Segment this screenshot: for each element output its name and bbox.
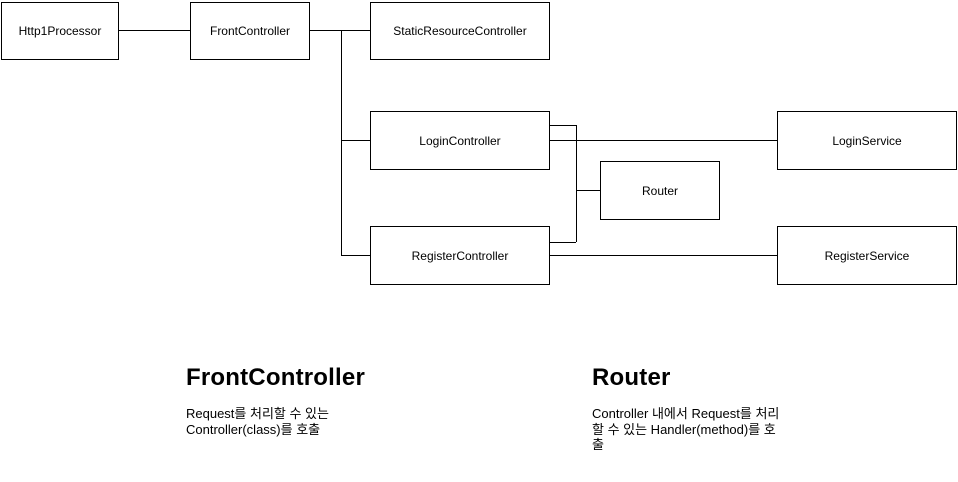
edge-router-trunk-vertical xyxy=(576,125,577,242)
node-logincontroller: LoginController xyxy=(370,111,550,170)
edge-logincontroller-router-stub xyxy=(550,125,576,126)
note-line: 출 xyxy=(592,437,604,452)
node-label: StaticResourceController xyxy=(393,24,527,38)
node-http1processor: Http1Processor xyxy=(1,2,119,60)
node-registerservice: RegisterService xyxy=(777,226,957,285)
node-label: RegisterController xyxy=(411,248,509,263)
node-label: LoginService xyxy=(832,133,902,148)
edge-frontcontroller-to-logincontroller xyxy=(341,140,370,141)
edge-http1processor-to-frontcontroller xyxy=(119,30,190,31)
edge-frontcontroller-to-staticresourcecontroller xyxy=(310,30,370,31)
note-router: Router Controller 내에서 Request를 처리 할 수 있는… xyxy=(592,364,852,453)
node-label: Router xyxy=(641,183,679,198)
edge-logincontroller-to-loginservice xyxy=(550,140,777,141)
note-router-title: Router xyxy=(592,364,671,391)
note-line: Controller 내에서 Request를 처리 xyxy=(592,406,780,421)
node-label: FrontController xyxy=(209,24,291,38)
node-label: LoginController xyxy=(419,133,501,148)
node-registercontroller: RegisterController xyxy=(370,226,550,285)
note-frontcontroller: FrontController Request를 처리할 수 있는 Contro… xyxy=(186,364,446,437)
edge-trunk-to-router xyxy=(576,190,600,191)
node-frontcontroller: FrontController xyxy=(190,2,310,60)
note-line: Request를 처리할 수 있는 xyxy=(186,406,329,421)
note-frontcontroller-body: Request를 처리할 수 있는 Controller(class)를 호출 xyxy=(186,406,446,437)
node-loginservice: LoginService xyxy=(777,111,957,170)
node-label: RegisterService xyxy=(824,248,910,263)
edge-frontcontroller-trunk-vertical xyxy=(341,30,342,255)
node-staticresourcecontroller: StaticResourceController xyxy=(370,2,550,60)
edge-registercontroller-to-registerservice xyxy=(550,255,777,256)
note-line: 할 수 있는 Handler(method)를 호 xyxy=(592,421,776,437)
note-router-body: Controller 내에서 Request를 처리 할 수 있는 Handle… xyxy=(592,406,852,453)
node-label: Http1Processor xyxy=(18,24,102,38)
edge-registercontroller-router-stub xyxy=(550,242,576,243)
node-router: Router xyxy=(600,161,720,220)
edge-frontcontroller-to-registercontroller xyxy=(341,255,370,256)
note-line: Controller(class)를 호출 xyxy=(186,421,321,437)
note-frontcontroller-title: FrontController xyxy=(186,364,365,391)
